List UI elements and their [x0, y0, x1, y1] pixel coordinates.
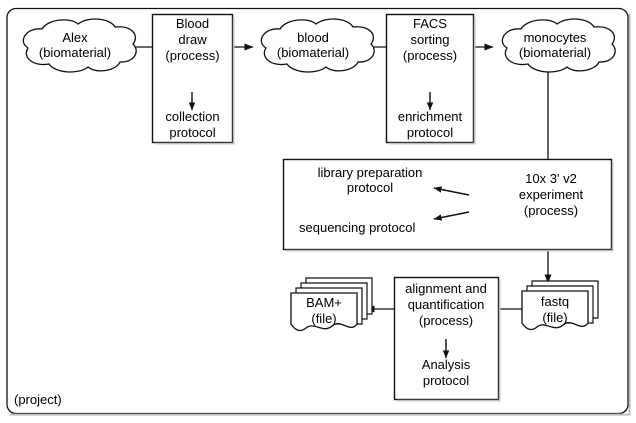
node-alignment-shadow — [397, 280, 501, 402]
node-fastq-stack — [521, 280, 599, 331]
project-frame-shadow — [10, 14, 631, 416]
node-experiment-shadow — [286, 162, 614, 252]
node-blood-draw-box — [151, 13, 234, 144]
node-bam-stack — [290, 277, 373, 332]
node-blood-cloud — [260, 18, 375, 73]
node-alex-cloud — [22, 18, 137, 73]
node-facs-sorting-box — [385, 13, 475, 144]
edge-experiment-to-library-prep-protocol — [433, 186, 470, 196]
node-facs-sorting-shadow — [389, 17, 476, 145]
node-monocytes-cloud — [501, 18, 616, 73]
node-blood-draw-shadow — [155, 17, 235, 145]
project-caption: (project) — [14, 392, 62, 407]
edge-experiment-to-sequencing-protocol — [433, 211, 470, 221]
node-alignment-box — [393, 276, 500, 401]
node-experiment-box — [282, 158, 613, 251]
